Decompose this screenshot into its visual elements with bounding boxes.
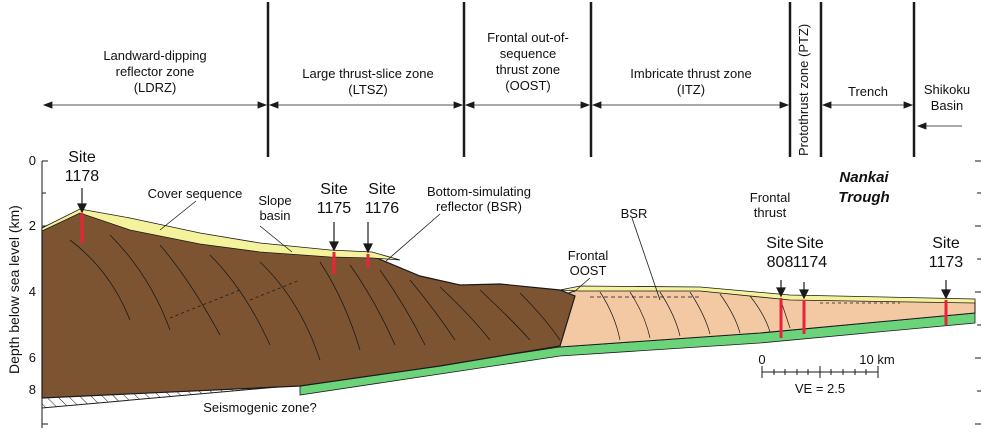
y-tick-0: 0	[28, 153, 36, 168]
zone-label-trench: Trench	[848, 84, 888, 99]
y-tick-6: 6	[28, 350, 36, 365]
y-tick-8: 8	[28, 382, 36, 397]
leader-lines	[159, 200, 661, 301]
zone-label-ptz: Protothrust zone (PTZ)	[796, 23, 811, 156]
y-tick-4: 4	[28, 284, 36, 299]
label-bsr: BSR	[620, 206, 648, 221]
site-arrows	[77, 188, 951, 300]
scale-bar-ve: VE = 2.5	[794, 381, 846, 396]
y-tick-2: 2	[28, 218, 36, 233]
scale-bar-end: 10 km	[859, 352, 895, 367]
thrust-faults-prism	[69, 234, 561, 361]
label-cover-sequence: Cover sequence	[147, 186, 243, 201]
thrust-faults-wedge	[599, 291, 900, 341]
frontal-cover-layer	[559, 285, 976, 304]
label-seismogenic-zone: Seismogenic zone?	[203, 400, 317, 415]
zone-label-itz: Imbricate thrust zone(ITZ)	[630, 66, 752, 97]
scale-bar-start: 0	[758, 352, 766, 367]
zone-label-ltsz: Large thrust-slice zone(LTSZ)	[302, 66, 434, 97]
zone-arrows	[42, 101, 962, 130]
right-axis	[975, 160, 981, 425]
site-markers	[80, 213, 948, 338]
zone-boundaries	[266, 2, 916, 157]
scale-bar	[761, 366, 879, 378]
